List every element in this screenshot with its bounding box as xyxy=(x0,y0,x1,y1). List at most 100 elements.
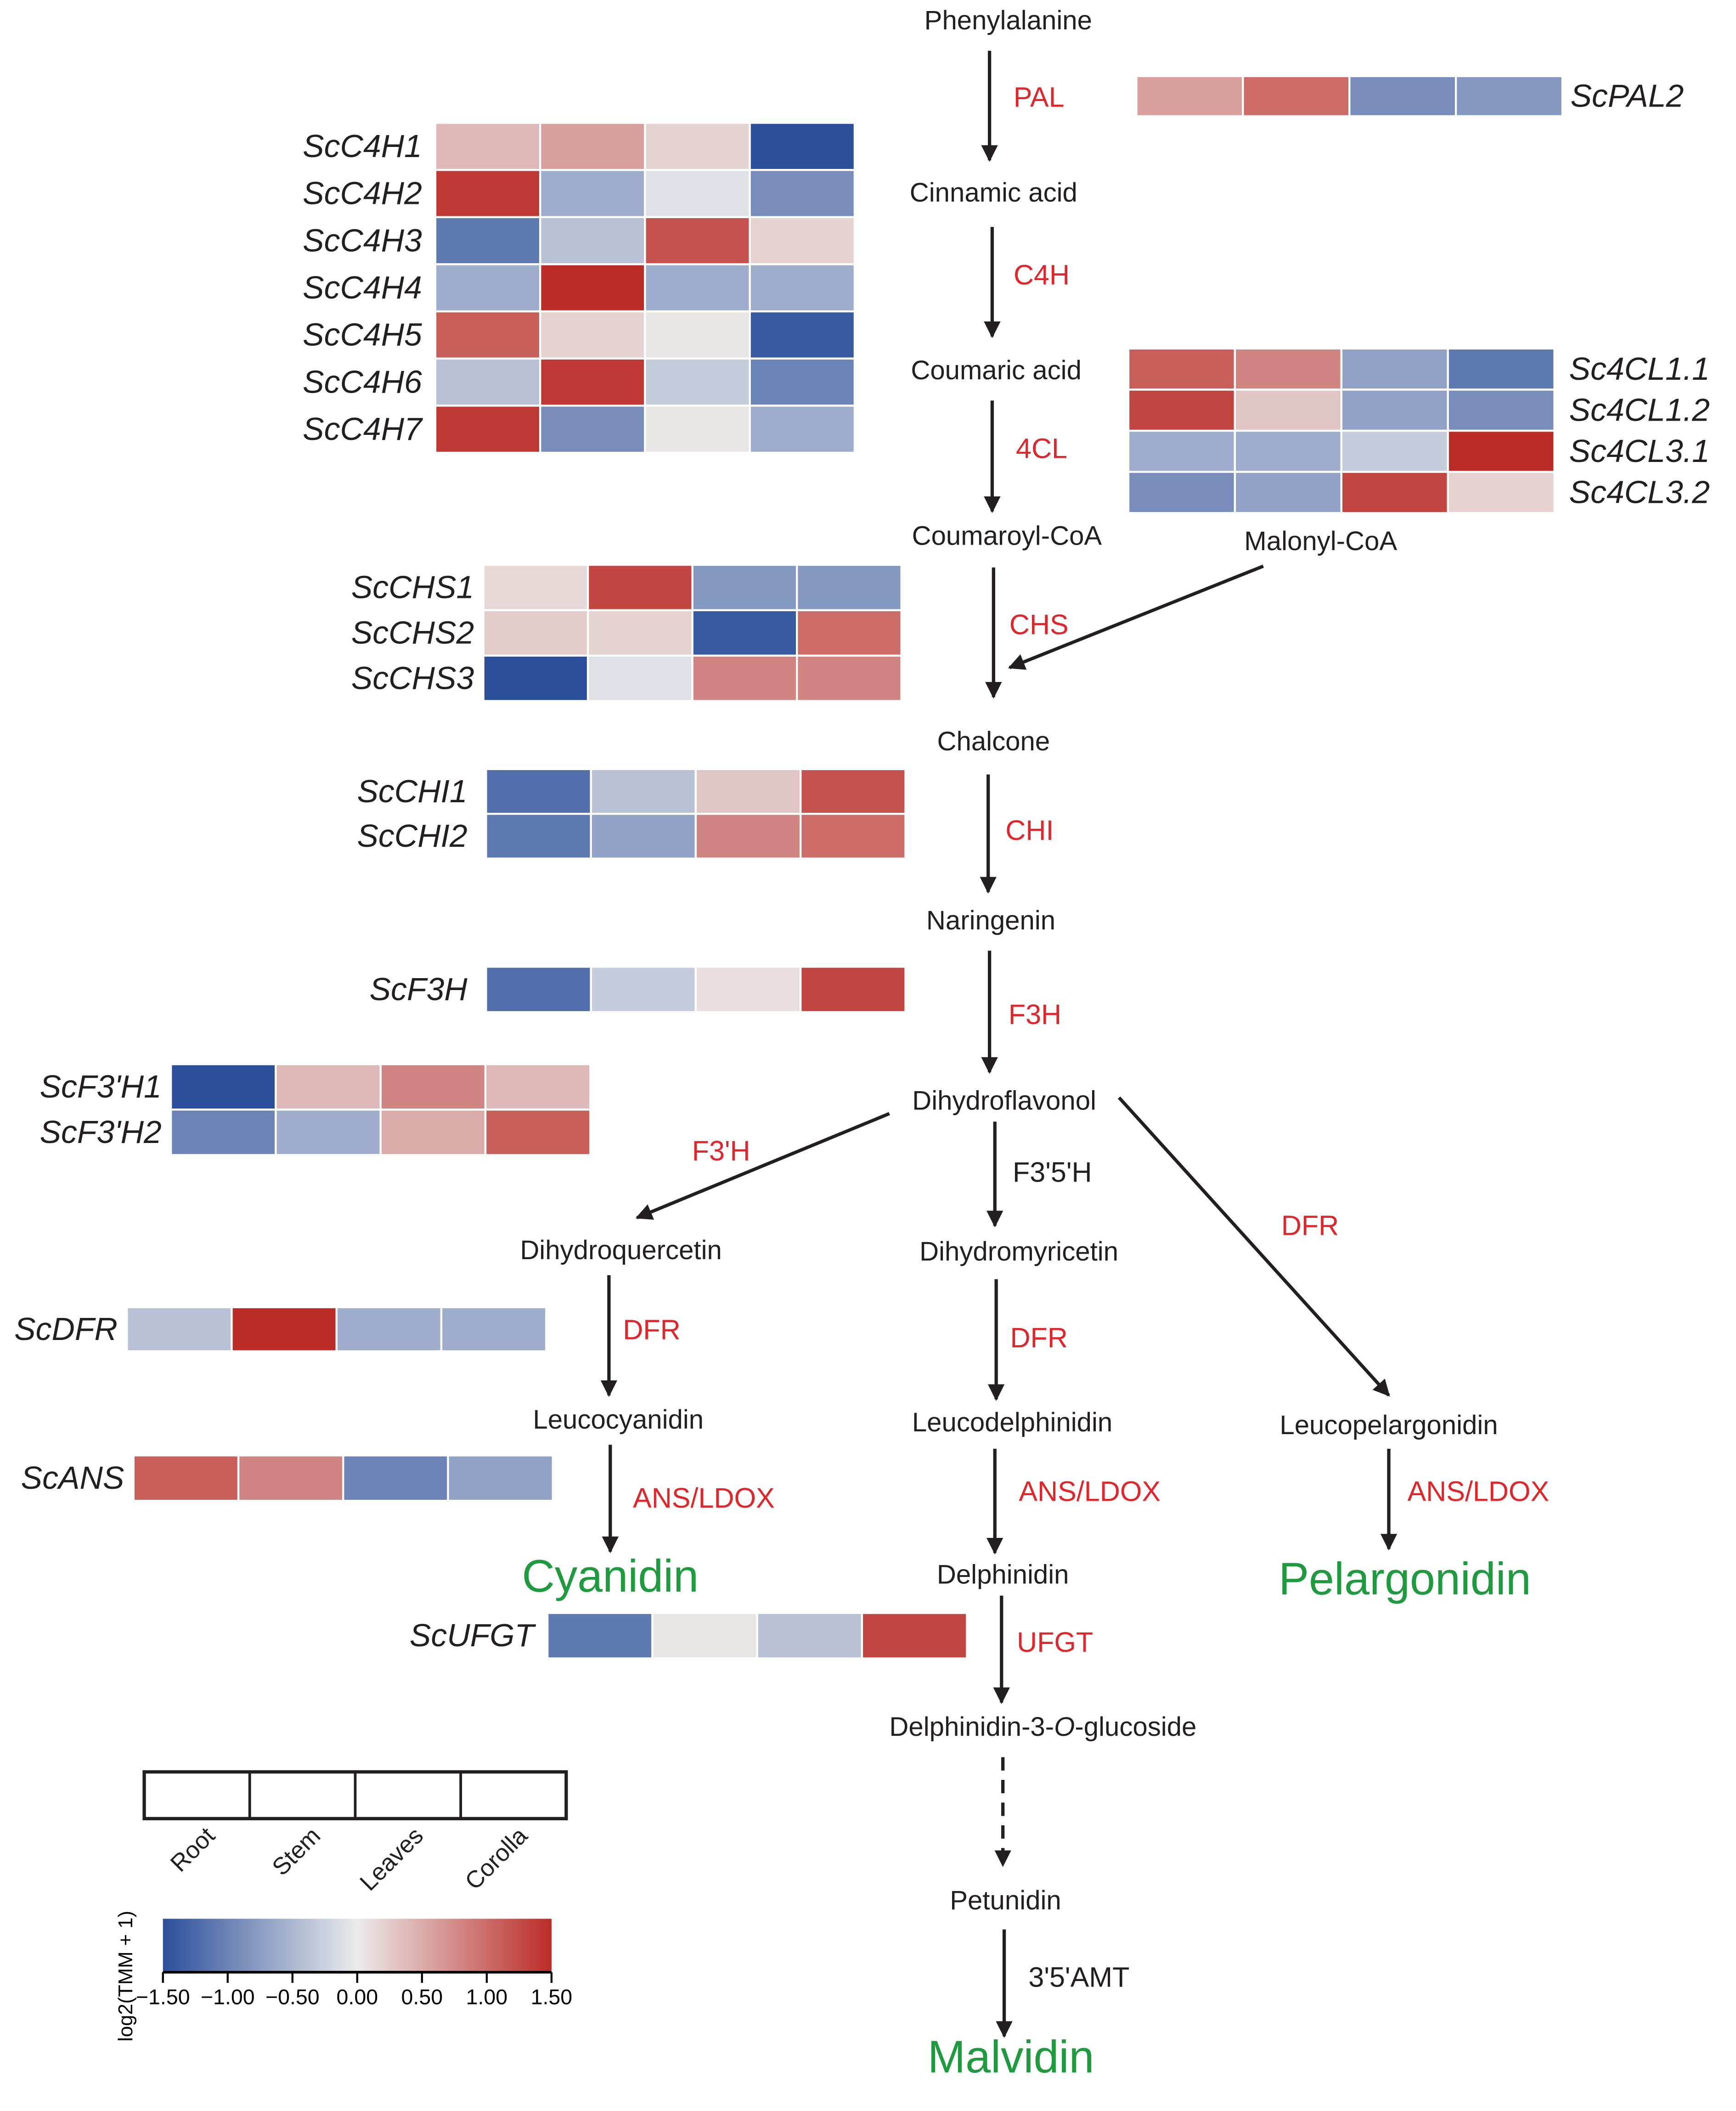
heatmap-cell xyxy=(1127,388,1236,432)
gene-label: ScC4H7 xyxy=(303,411,423,447)
heatmap-cell xyxy=(482,609,589,657)
gene-label: ScCHS3 xyxy=(351,660,474,696)
heatmap-cell xyxy=(484,1109,592,1156)
heatmap-cell xyxy=(644,405,751,454)
color-bar xyxy=(163,1919,552,1971)
heatmap-cell xyxy=(799,965,907,1013)
enzyme-3-5-amt: 3'5'AMT xyxy=(1028,1962,1129,1993)
heatmap-cell xyxy=(1234,347,1342,391)
enzyme-dfr-cyanidin: DFR xyxy=(623,1314,680,1345)
metabolite-dihydromyricetin: Dihydromyricetin xyxy=(919,1237,1118,1267)
enzyme-c4h: C4H xyxy=(1014,259,1070,290)
gene-label: Sc4CL3.1 xyxy=(1569,433,1710,469)
heatmap-cell xyxy=(756,1612,863,1660)
heatmap-cell xyxy=(749,169,856,218)
heatmap-cell xyxy=(335,1306,443,1352)
heatmap-cell xyxy=(1234,429,1342,473)
heatmap-cell xyxy=(590,813,697,860)
heatmap-cell xyxy=(342,1454,449,1502)
gene-label: ScF3'H1 xyxy=(39,1069,161,1104)
heatmap-cell xyxy=(1340,429,1449,473)
enzyme-dfr-delphinidin: DFR xyxy=(1010,1322,1067,1353)
enzyme-f3h: F3H xyxy=(1009,999,1061,1030)
heatmap-cell xyxy=(482,563,589,611)
metabolite-petunidin: Petunidin xyxy=(950,1886,1061,1915)
heatmap-cell xyxy=(1340,471,1449,514)
metabolite-delphinidin: Delphinidin xyxy=(937,1560,1069,1590)
heatmap-cell xyxy=(132,1454,240,1502)
enzyme-ans-pelargonidin: ANS/LDOX xyxy=(1407,1475,1549,1507)
heatmap-cell xyxy=(434,357,541,407)
heatmap-cell xyxy=(644,357,751,407)
heatmap-cell xyxy=(275,1109,382,1156)
heatmap-cell xyxy=(485,965,592,1013)
heatmap-cell xyxy=(749,310,856,360)
color-scale-tick-label: 0.00 xyxy=(337,1985,378,2009)
heatmap-cell xyxy=(586,563,693,611)
gene-label: Sc4CL1.1 xyxy=(1569,351,1710,387)
heatmap-cell xyxy=(644,263,751,313)
pathway-arrows xyxy=(600,51,1398,2038)
heatmap-cell xyxy=(795,609,902,657)
heatmap-dfr: ScDFR xyxy=(14,1306,547,1352)
metabolite-dihydroquercetin: Dihydroquercetin xyxy=(520,1235,722,1265)
gene-label: ScCHI1 xyxy=(357,773,467,809)
gene-label: ScCHS1 xyxy=(351,569,474,605)
heatmap-cell xyxy=(546,1612,654,1660)
enzyme-f3prime-h: F3'H xyxy=(692,1135,750,1166)
metabolite-cinnamic-acid: Cinnamic acid xyxy=(910,178,1077,208)
gene-label: ScF3H xyxy=(369,971,468,1007)
product-malvidin: Malvidin xyxy=(928,2032,1094,2082)
metabolite-coumaroyl-coa: Coumaroyl-CoA xyxy=(912,521,1102,551)
heatmap-cell xyxy=(170,1063,277,1111)
heatmap-cell xyxy=(1348,75,1457,118)
gene-label: ScC4H1 xyxy=(303,128,422,164)
heatmap-cell xyxy=(1135,75,1244,118)
metabolite-leucodelphinidin: Leucodelphinidin xyxy=(912,1407,1112,1437)
gene-label: ScPAL2 xyxy=(1570,78,1684,114)
heatmap-cell xyxy=(484,1063,592,1111)
color-scale-tick-label: −1.50 xyxy=(136,1985,190,2009)
heatmap-f3h: ScF3H xyxy=(369,965,907,1013)
heatmap-pal: ScPAL2 xyxy=(1135,75,1684,118)
heatmap-cell xyxy=(694,813,802,860)
heatmap-cell xyxy=(539,310,646,360)
metabolite-naringenin: Naringenin xyxy=(926,906,1055,935)
heatmap-cell xyxy=(275,1063,382,1111)
heatmap-cell xyxy=(126,1306,233,1352)
enzyme-4cl: 4CL xyxy=(1016,433,1067,464)
metabolite-malonyl-coa: Malonyl-CoA xyxy=(1244,526,1397,556)
heatmap-cell xyxy=(539,216,646,265)
heatmap-cell xyxy=(1454,75,1564,118)
heatmap-cell xyxy=(434,216,541,265)
enzyme-ufgt: UFGT xyxy=(1017,1627,1093,1658)
gene-label: ScUFGT xyxy=(410,1617,536,1653)
gene-label: Sc4CL1.2 xyxy=(1569,392,1710,428)
gene-label: ScCHI2 xyxy=(357,818,467,854)
heatmap-cell xyxy=(795,654,902,702)
heatmap-cell xyxy=(485,813,592,860)
heatmap-cell xyxy=(749,263,856,313)
heatmap-cell xyxy=(691,609,798,657)
gene-label: Sc4CL3.2 xyxy=(1569,474,1710,510)
heatmaps: ScPAL2ScC4H1ScC4H2ScC4H3ScC4H4ScC4H5ScC4… xyxy=(14,75,1710,1660)
heatmap-cell xyxy=(1127,347,1236,391)
metabolite-coumaric-acid: Coumaric acid xyxy=(911,355,1082,385)
heatmap-cell xyxy=(1234,388,1342,432)
tissue-label-leaves: Leaves xyxy=(355,1822,428,1896)
metabolite-delphinidin-3-o-glucoside: Delphinidin-3-O-glucoside xyxy=(889,1712,1196,1742)
color-scale-tick-label: 1.00 xyxy=(466,1985,508,2009)
heatmap-cell xyxy=(644,169,751,218)
tissue-label-corolla: Corolla xyxy=(460,1822,533,1895)
heatmap-cell xyxy=(447,1454,554,1502)
heatmap-cell xyxy=(644,122,751,171)
heatmap-cell xyxy=(434,169,541,218)
metabolite-dihydroflavonol: Dihydroflavonol xyxy=(912,1086,1096,1115)
heatmap-cell xyxy=(691,563,798,611)
heatmap-cell xyxy=(749,216,856,265)
